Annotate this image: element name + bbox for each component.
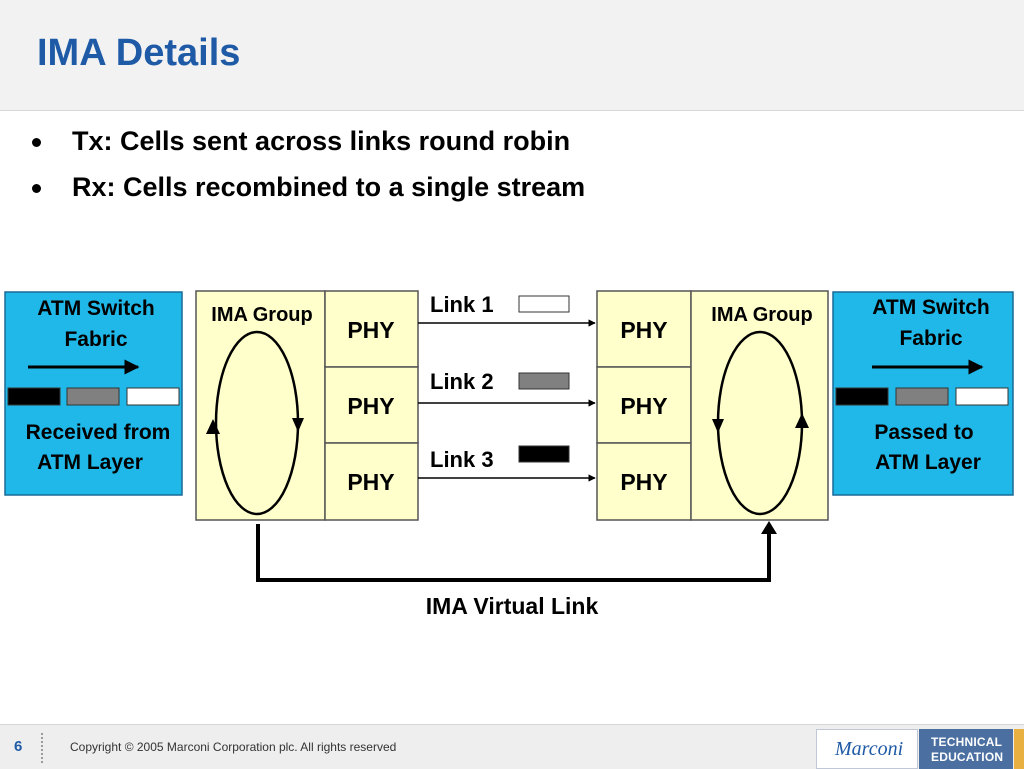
left-phy-box-2 (324, 366, 419, 444)
right-cell-gray (895, 387, 949, 406)
left-ima-group-label: IMA Group (211, 304, 312, 326)
right-phy-label-2: PHY (620, 393, 667, 419)
bullet-text: Tx: Cells sent across links round robin (72, 126, 571, 156)
left-fabric-caption-2: ATM Layer (37, 451, 143, 474)
left-loop-arrow-down-icon (292, 418, 304, 432)
left-fabric-title-1: ATM Switch (37, 297, 154, 320)
technical-education-badge: TECHNICAL EDUCATION (919, 729, 1013, 769)
left-fabric-caption-1: Received from (26, 421, 171, 444)
right-fabric-caption-1: Passed to (874, 421, 973, 444)
left-phy-box-3 (324, 442, 419, 521)
footer-bar: 6 Copyright © 2005 Marconi Corporation p… (0, 724, 1024, 769)
left-cell-black (7, 387, 61, 406)
marconi-logo: Marconi (816, 729, 918, 769)
virtual-link-arrowhead-icon (761, 521, 777, 534)
left-phy-label-3: PHY (347, 469, 394, 495)
copyright-text: Copyright © 2005 Marconi Corporation plc… (70, 740, 397, 754)
right-cell-white (955, 387, 1009, 406)
virtual-link-bracket (256, 524, 771, 582)
right-phy-box-3 (596, 442, 692, 521)
link-2-label: Link 2 (430, 369, 494, 394)
page-number: 6 (14, 738, 23, 755)
virtual-link-label: IMA Virtual Link (426, 593, 599, 619)
bullet-text: Rx: Cells recombined to a single stream (72, 172, 586, 202)
link-1-label: Link 1 (430, 292, 494, 317)
link-3-label: Link 3 (430, 447, 494, 472)
right-cell-black (835, 387, 889, 406)
right-loop-arrow-up-icon (795, 413, 809, 428)
badge-line-2: EDUCATION (931, 750, 1004, 764)
left-loop-arrow-up-icon (206, 419, 220, 434)
right-fabric-caption-2: ATM Layer (875, 451, 981, 474)
right-fabric-title-1: ATM Switch (872, 296, 989, 319)
title-bar: IMA Details (0, 0, 1024, 111)
right-phy-label-3: PHY (620, 469, 667, 495)
link-1-cell (518, 295, 570, 313)
left-cell-gray (66, 387, 120, 406)
slide-title: IMA Details (37, 32, 241, 74)
left-cell-white (126, 387, 180, 406)
right-phy-label-1: PHY (620, 317, 667, 343)
right-ima-group-label: IMA Group (711, 304, 812, 326)
right-ima-group-box (690, 290, 829, 521)
left-phy-label-2: PHY (347, 393, 394, 419)
left-phy-label-1: PHY (347, 317, 394, 343)
right-fabric-title-2: Fabric (899, 327, 962, 350)
bullet-dot-icon (32, 138, 41, 147)
right-loop-arrow-down-icon (712, 419, 724, 433)
link-3-cell (518, 445, 570, 463)
left-fabric-title-2: Fabric (64, 328, 127, 351)
badge-line-1: TECHNICAL (931, 735, 1003, 749)
accent-stripe (1014, 729, 1024, 769)
bullet-dot-icon (32, 184, 41, 193)
footer-divider (41, 733, 43, 763)
logo-text: Marconi (835, 738, 904, 760)
right-phy-box-1 (596, 290, 692, 368)
link-2-cell (518, 372, 570, 390)
